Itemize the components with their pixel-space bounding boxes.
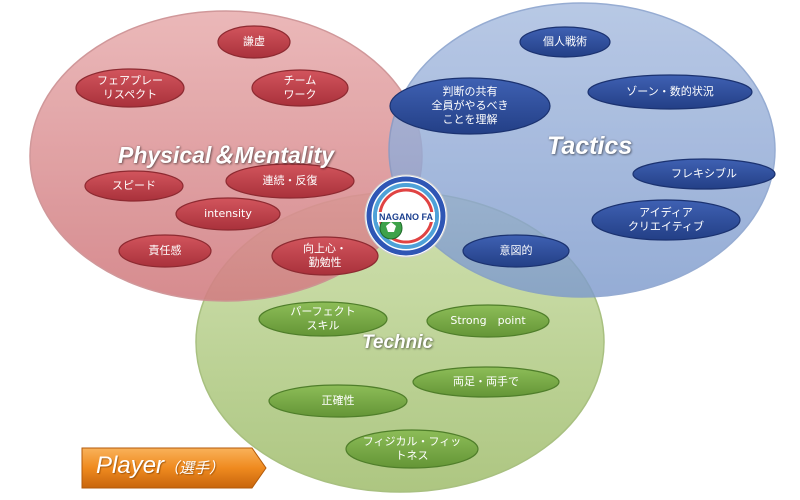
technic-item-pill [412, 366, 560, 398]
physical-item-pill [175, 197, 281, 231]
tactics-item-pill [519, 26, 611, 58]
technic-label: Technic [362, 332, 434, 353]
logo-text: NAGANO FA [377, 212, 435, 222]
physical-item-pill [118, 234, 212, 268]
physical-item-pill [251, 69, 349, 107]
physical-item-pill [271, 236, 379, 276]
technic-item-pill [345, 429, 479, 469]
technic-item-pill [268, 384, 408, 418]
physical-item-pill [84, 170, 184, 202]
technic-item-pill [258, 301, 388, 337]
player-label-sub: （選手） [164, 460, 225, 477]
tactics-item-pill [587, 74, 753, 110]
tactics-item-pill [389, 77, 551, 135]
physical-item-pill [217, 25, 291, 59]
player-label-main: Player [96, 452, 165, 479]
physical-mentality-label: Physical＆Mentality [118, 142, 335, 168]
physical-item-pill [225, 163, 355, 199]
physical-item-pill [75, 68, 185, 108]
tactics-label: Tactics [547, 132, 633, 160]
technic-item-pill [426, 304, 550, 338]
tactics-item-pill [462, 234, 570, 268]
player-banner [81, 447, 267, 489]
tactics-item-pill [591, 199, 741, 241]
player-label: Player（選手） [96, 452, 224, 480]
tactics-item-pill [632, 158, 776, 190]
